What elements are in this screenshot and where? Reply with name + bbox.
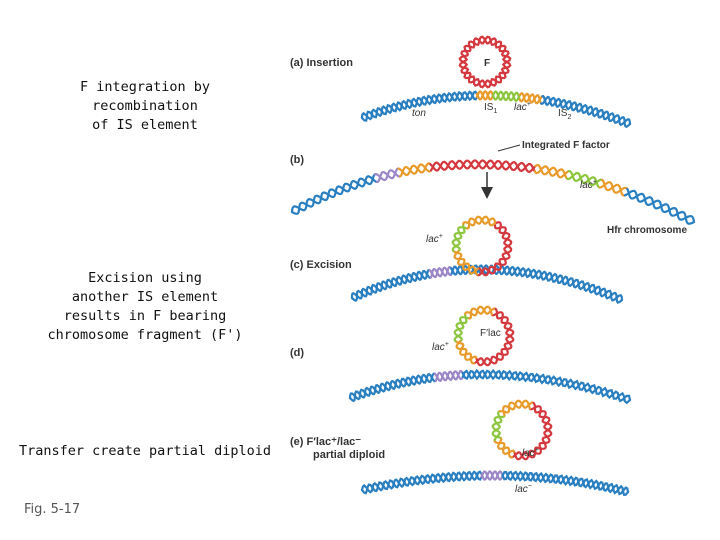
is1-label: IS1 <box>484 102 497 115</box>
lac-label-a: lac+ <box>514 101 531 113</box>
integration-caption: F integration by recombination of IS ele… <box>79 79 211 133</box>
transfer-caption: Transfer create partial diploid <box>19 443 271 459</box>
panel-c: (c) Excision lac+ <box>290 215 624 304</box>
lac-plus-label-e: lac+ <box>522 447 539 459</box>
excision-caption: Excision using another IS element result… <box>47 270 243 343</box>
integrated-pointer <box>497 144 521 152</box>
lac-label-d: lac+ <box>432 341 449 353</box>
lac-label-c: lac+ <box>426 233 443 245</box>
hfr-chromosome-label: Hfr chromosome <box>607 225 687 236</box>
partial-diploid-label: partial diploid <box>313 449 385 461</box>
f-plasmid-a <box>458 35 512 89</box>
panel-a: (a) Insertion F ton IS1 lac+ IS2 <box>290 35 632 129</box>
panel-d: (d) F′lac lac+ <box>290 305 632 405</box>
lac-label-b: lac+ <box>580 179 597 191</box>
panel-d-label: (d) <box>290 347 304 359</box>
chromosome-e <box>360 470 630 496</box>
f-plasmid-label: F <box>484 58 490 69</box>
panel-b: (b) Integrated F factor lac+ Hfr chromos… <box>290 140 696 236</box>
f-prime-plasmid-e <box>491 399 553 461</box>
f-prime-lac-label: F′lac <box>480 328 501 339</box>
ton-label: ton <box>412 108 426 119</box>
lac-minus-label-e: lac− <box>515 483 532 495</box>
chromosome-d <box>348 368 632 405</box>
is2-label: IS2 <box>558 108 571 121</box>
figure-reference: Fig. 5-17 <box>24 502 81 517</box>
panel-a-label: (a) Insertion <box>290 57 353 69</box>
chromosome-a <box>360 90 632 129</box>
panel-b-label: (b) <box>290 154 304 166</box>
panel-e: (e) F′lac⁺/lac⁻ partial diploid lac+ lac… <box>290 399 630 496</box>
integrated-f-label: Integrated F factor <box>522 140 610 151</box>
f-prime-plasmid <box>453 305 515 367</box>
panel-e-label: (e) F′lac⁺/lac⁻ <box>290 436 361 448</box>
excision-loop <box>451 215 513 277</box>
chromosome-c <box>350 264 624 304</box>
chromosome-b <box>290 159 696 225</box>
panel-c-label: (c) Excision <box>290 259 352 271</box>
